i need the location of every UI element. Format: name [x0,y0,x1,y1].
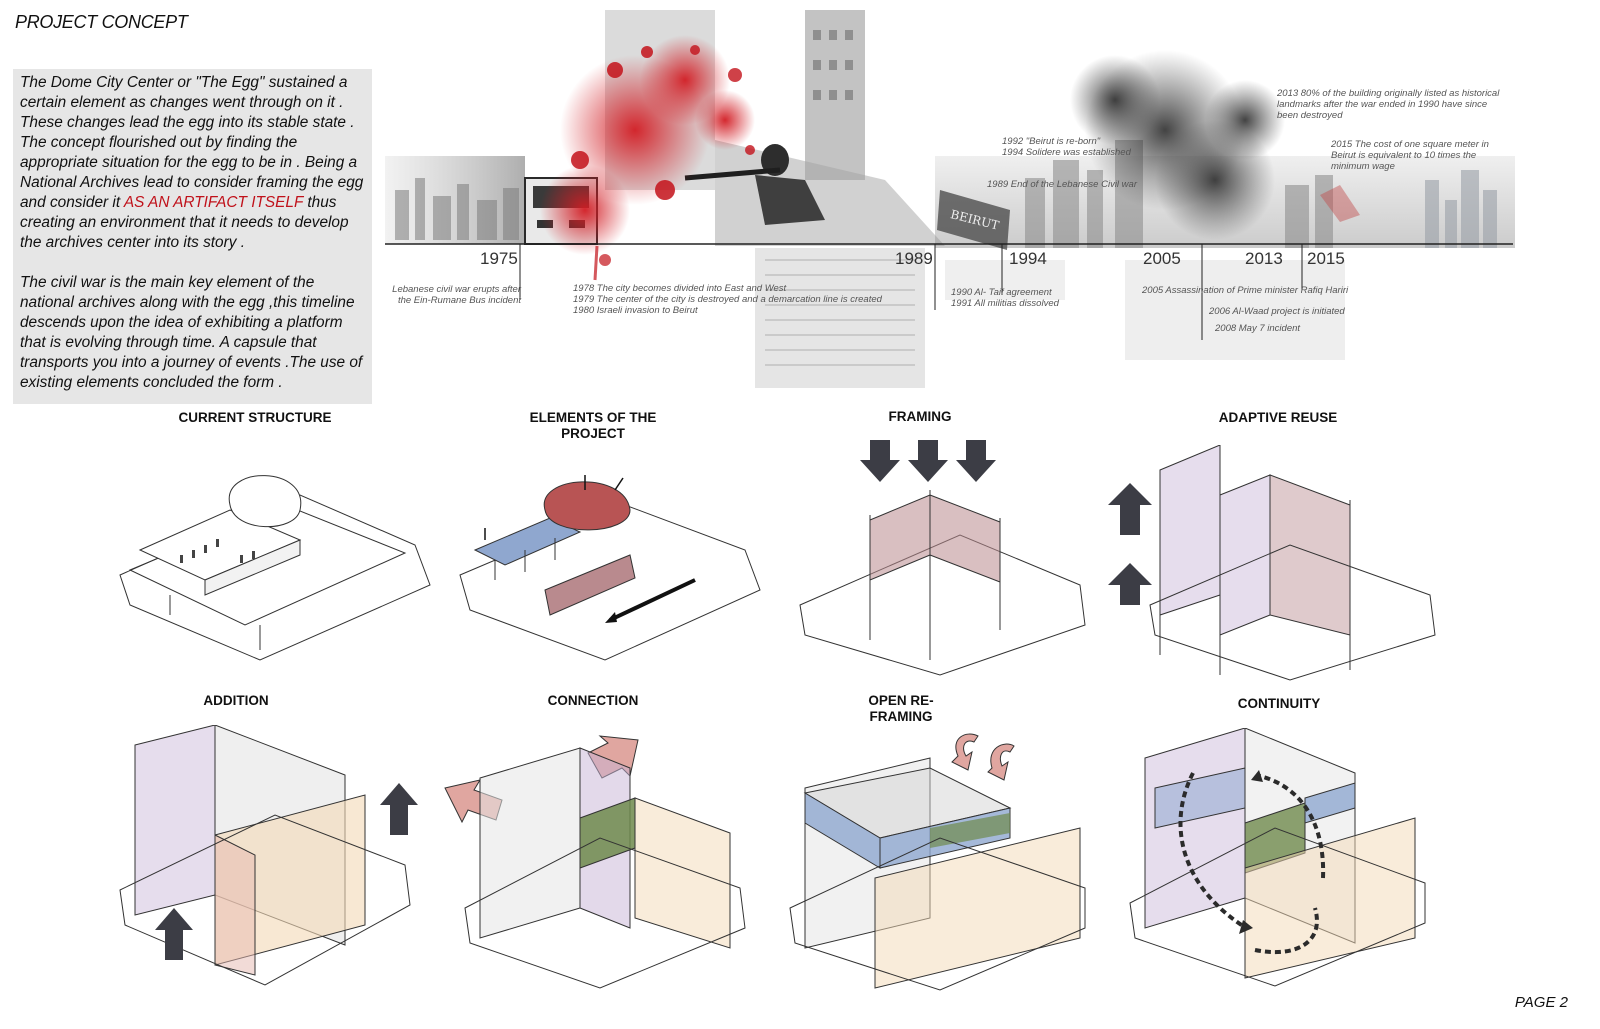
label-framing: FRAMING [888,409,952,424]
label-continuity: CONTINUITY [1237,696,1321,711]
event-2015: 2015 The cost of one square meter in Bei… [1331,139,1489,172]
year-1989: 1989 [895,249,933,268]
direction-arrow [609,578,696,622]
year-2013: 2013 [1245,249,1283,268]
artifact-highlight: AS AN ARTIFACT ITSELF [123,194,304,211]
courtyard-pink [544,554,636,616]
diagram-adaptive-reuse [1108,445,1436,681]
event-1989: 1989 End of the Lebanese Civil war [987,179,1137,190]
event-2006: 2006 Al-Waad project is initiated [1209,306,1345,317]
event-1975: Lebanese civil war erupts after the Ein-… [392,284,521,306]
label-current-structure: CURRENT STRUCTURE [178,410,332,425]
diagram-continuity [1129,728,1426,987]
upward-arrows [1108,483,1152,605]
addition-arrows [155,783,418,960]
event-1992: 1992 "Beirut is re-born" [1002,136,1101,147]
diagram-framing [799,440,1086,676]
blood-splatter [540,35,755,281]
year-2015: 2015 [1307,249,1345,268]
timeline-collage: BEIRUT 1975 1989 1994 2005 2013 2015 Leb… [385,10,1515,395]
diagram-open-reframing [789,733,1086,991]
event-2013: 2013 80% of the building originally list… [1277,88,1500,121]
concept-paragraph-1: The Dome City Center or "The Egg" sustai… [20,73,370,253]
label-adaptive-reuse: ADAPTIVE REUSE [1218,410,1338,425]
concept-text-box: The Dome City Center or "The Egg" sustai… [13,69,372,404]
diagram-connection [444,735,746,989]
continuity-loop [1178,772,1326,955]
smoke-cloud [1070,50,1285,240]
concept-paragraph-2: The civil war is the main key element of… [20,274,363,391]
label-open-reframing: OPEN RE-FRAMING [868,693,934,724]
event-1994: 1994 Solidere was established [1002,147,1131,158]
year-1975: 1975 [480,249,518,268]
beirut-sign: BEIRUT [937,190,1010,250]
event-1990: 1990 Al- Taif agreement [951,287,1052,298]
concept-paragraph-1-end: thus creating an environment that it nee… [20,194,349,251]
diagram-elements-of-project [459,475,761,661]
timeline-graphic: BEIRUT [385,10,1515,388]
diagram-current-structure [119,475,431,661]
event-1978: 1978 The city becomes divided into East … [573,283,787,294]
concept-paragraph-1-text: The Dome City Center or "The Egg" sustai… [20,74,364,211]
page-title: PROJECT CONCEPT [15,12,188,32]
hariri-photo [1125,260,1345,360]
reframing-arrows [951,733,1015,781]
event-2008: 2008 May 7 incident [1215,323,1301,334]
page-number: PAGE 2 [1514,994,1568,1011]
label-elements-of-the-project: ELEMENTS OF THE PROJECT [529,410,657,441]
framing-arrows [860,440,996,482]
soldier-photo [684,144,825,225]
diagram-addition [119,725,418,986]
grate-photo [755,248,925,388]
year-2005: 2005 [1143,249,1181,268]
label-connection: CONNECTION [547,693,639,708]
taif-photo [945,260,1065,300]
event-2005: 2005 Assassination of Prime minister Raf… [1142,285,1349,296]
egg-red [543,481,631,531]
event-1991: 1991 All militias dissolved [951,298,1059,309]
event-1980: 1980 Israeli invasion to Beirut [573,305,698,316]
event-1979: 1979 The center of the city is destroyed… [573,294,882,305]
year-1994: 1994 [1009,249,1047,268]
label-addition: ADDITION [203,693,269,708]
